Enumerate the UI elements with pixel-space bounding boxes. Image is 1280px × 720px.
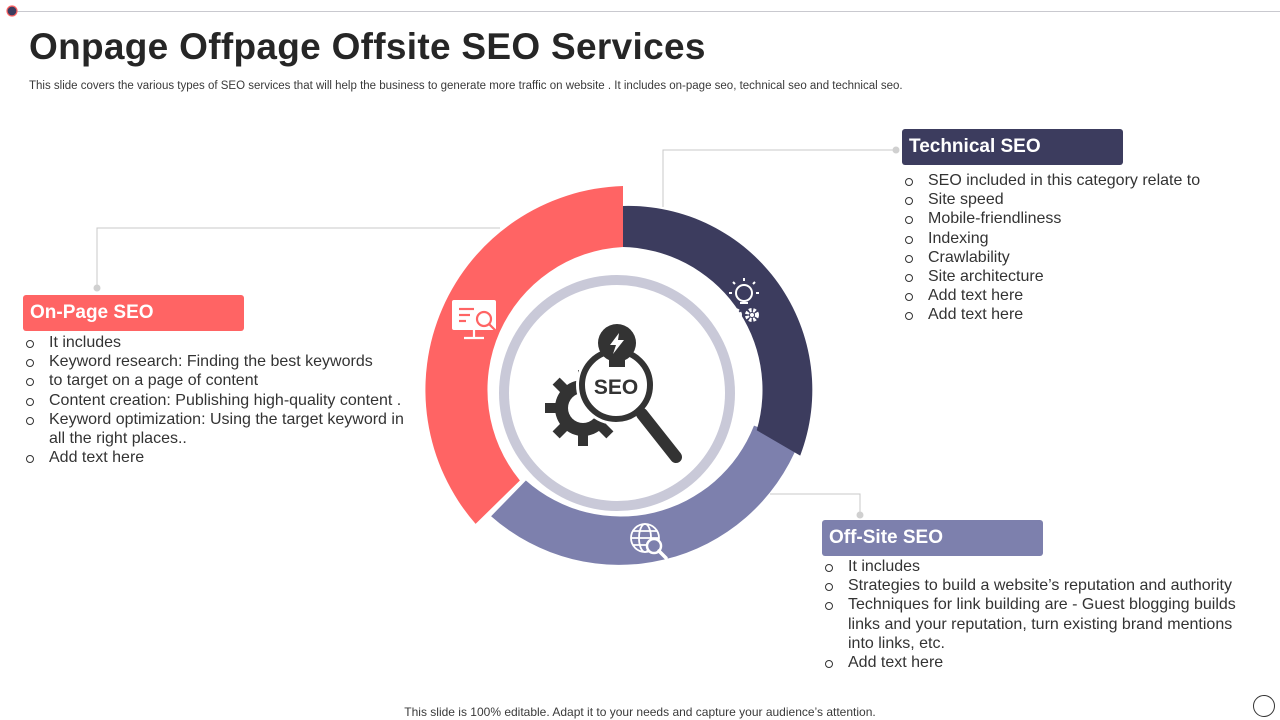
- technical-seo-label: Technical SEO: [902, 129, 1123, 165]
- segment-offsite: [491, 425, 799, 565]
- onpage-seo-label: On-Page SEO: [23, 295, 244, 331]
- technical-seo-list: SEO included in this category relate to …: [902, 171, 1232, 325]
- list-item: Add text here: [902, 305, 1232, 324]
- page-subtitle: This slide covers the various types of S…: [29, 80, 903, 92]
- list-item: It includes: [822, 557, 1242, 576]
- top-divider: [12, 11, 1280, 12]
- seo-center-icon: SEO: [545, 324, 682, 463]
- connector-dot-offsite: [856, 511, 864, 519]
- list-item: Indexing: [902, 229, 1232, 248]
- list-item: Add text here: [902, 286, 1232, 305]
- offsite-seo-label: Off-Site SEO: [822, 520, 1043, 556]
- list-item: Mobile-friendliness: [902, 209, 1232, 228]
- list-item: Keyword research: Finding the best keywo…: [23, 352, 413, 371]
- list-item: Crawlability: [902, 248, 1232, 267]
- list-item: Site architecture: [902, 267, 1232, 286]
- footer-note: This slide is 100% editable. Adapt it to…: [404, 705, 876, 719]
- list-item: to target on a page of content: [23, 371, 413, 390]
- monitor-search-icon: [452, 300, 496, 340]
- connector-lines: [96, 149, 896, 515]
- list-item: SEO included in this category relate to: [902, 171, 1232, 190]
- connector-dot-technical: [892, 146, 900, 154]
- onpage-seo-list: It includes Keyword research: Finding th…: [23, 333, 413, 467]
- slide-marker-icon: [6, 5, 18, 17]
- list-item: Strategies to build a website’s reputati…: [822, 576, 1242, 595]
- segment-technical: [623, 205, 813, 456]
- list-item: Techniques for link building are - Guest…: [822, 595, 1242, 653]
- list-item: Add text here: [23, 448, 413, 467]
- globe-search-icon: [630, 523, 668, 560]
- segment-onpage: [425, 186, 623, 524]
- list-item: Site speed: [902, 190, 1232, 209]
- list-item: Add text here: [822, 653, 1242, 672]
- connector-dot-onpage: [93, 284, 101, 292]
- bulb-gears-icon: [728, 278, 759, 322]
- list-item: Content creation: Publishing high-qualit…: [23, 391, 413, 410]
- list-item: Keyword optimization: Using the target k…: [23, 410, 413, 448]
- offsite-seo-list: It includes Strategies to build a websit…: [822, 557, 1242, 672]
- page-title: Onpage Offpage Offsite SEO Services: [29, 26, 706, 67]
- center-seo-text: SEO: [594, 376, 638, 399]
- slide-nav-button[interactable]: [1253, 695, 1275, 717]
- list-item: It includes: [23, 333, 413, 352]
